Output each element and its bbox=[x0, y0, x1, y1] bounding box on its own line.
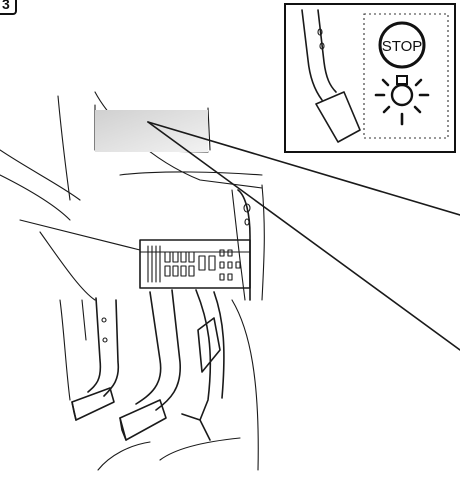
floor-trim bbox=[60, 300, 258, 470]
badge-glyph: 3 bbox=[2, 0, 10, 12]
stop-lamp-switch-area bbox=[95, 110, 208, 152]
brake-pedal bbox=[120, 290, 180, 440]
stop-warning-icon: STOP bbox=[380, 23, 424, 67]
side-bracket bbox=[238, 190, 250, 300]
callout-lines bbox=[148, 122, 460, 350]
stop-label: STOP bbox=[382, 38, 423, 55]
fuse-block bbox=[140, 240, 250, 288]
inset-panel: STOP bbox=[285, 4, 455, 152]
accelerator-pedal bbox=[182, 290, 224, 440]
corner-badge: 3 bbox=[0, 0, 16, 14]
clutch-pedal bbox=[72, 298, 118, 420]
